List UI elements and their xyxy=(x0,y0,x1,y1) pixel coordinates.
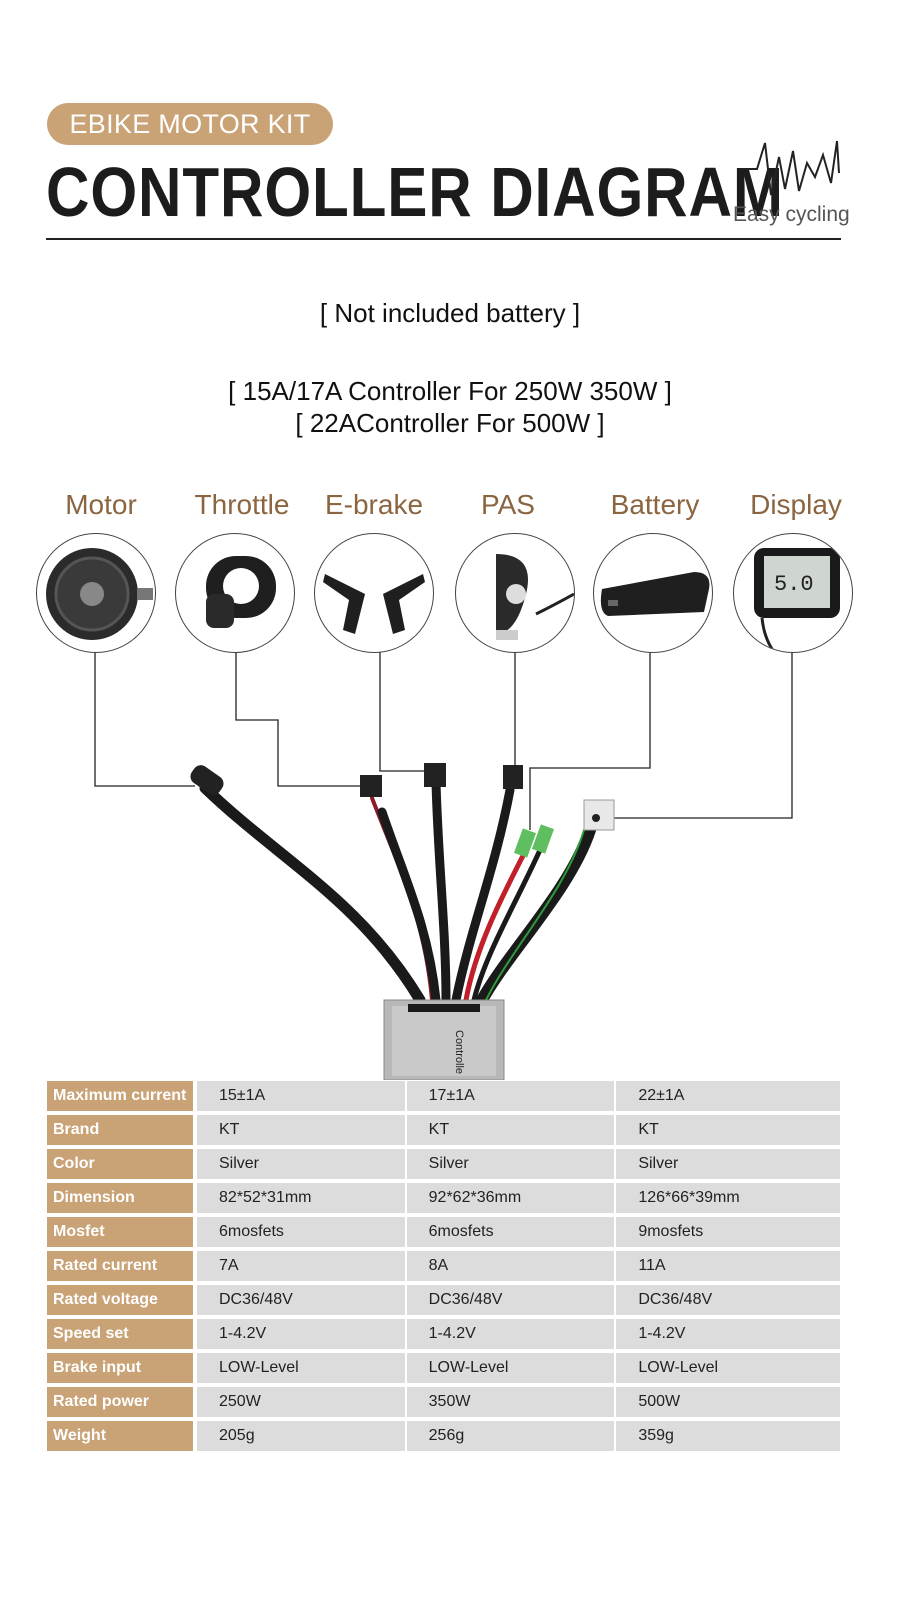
cell: 6mosfets xyxy=(406,1217,617,1247)
row-label: Rated voltage xyxy=(47,1285,197,1315)
row-label: Maximum current xyxy=(47,1081,197,1111)
ebrake-line xyxy=(379,652,425,772)
row-label: Color xyxy=(47,1149,197,1179)
cell: 350W xyxy=(406,1387,617,1417)
pas-sensor-icon xyxy=(496,554,574,640)
heartbeat-logo-icon xyxy=(740,140,840,196)
battery-pack-icon xyxy=(600,572,710,616)
cell: 500W xyxy=(616,1387,842,1417)
battery-line xyxy=(529,652,651,830)
label-throttle: Throttle xyxy=(194,489,290,520)
cell: Silver xyxy=(616,1149,842,1179)
cell: LOW-Level xyxy=(197,1353,407,1383)
row-label: Dimension xyxy=(47,1183,197,1213)
cell: Silver xyxy=(406,1149,617,1179)
cell: DC36/48V xyxy=(616,1285,842,1315)
cell: 11A xyxy=(616,1251,842,1281)
cell: 250W xyxy=(197,1387,407,1417)
motor-image xyxy=(36,533,156,653)
thumb-throttle-icon xyxy=(206,556,276,628)
cell: Silver xyxy=(197,1149,407,1179)
label-motor: Motor xyxy=(65,489,137,520)
cell: 8A xyxy=(406,1251,617,1281)
cell: 82*52*31mm xyxy=(197,1183,407,1213)
brand-tagline: Easy cycling xyxy=(733,203,850,226)
brake-levers-icon xyxy=(323,574,425,634)
row-label: Weight xyxy=(47,1421,197,1451)
display-image: 5.0 xyxy=(733,533,853,653)
motor-line xyxy=(94,652,195,787)
controller-box-label: Controlle xyxy=(453,1030,465,1074)
cell: 15±1A xyxy=(197,1081,407,1111)
controller-note-2: [ 22AController For 500W ] xyxy=(295,408,605,438)
cell: KT xyxy=(406,1115,617,1145)
row-label: Mosfet xyxy=(47,1217,197,1247)
cell: DC36/48V xyxy=(197,1285,407,1315)
cell: 256g xyxy=(406,1421,617,1451)
cell: KT xyxy=(197,1115,407,1145)
row-label: Rated power xyxy=(47,1387,197,1417)
controller-note-1: [ 15A/17A Controller For 250W 350W ] xyxy=(228,376,672,406)
cell: 22±1A xyxy=(616,1081,842,1111)
row-label: Speed set xyxy=(47,1319,197,1349)
row-label: Rated current xyxy=(47,1251,197,1281)
cell: LOW-Level xyxy=(616,1353,842,1383)
label-battery: Battery xyxy=(610,489,700,520)
header-divider xyxy=(46,238,841,240)
cell: 6mosfets xyxy=(197,1217,407,1247)
cell: 9mosfets xyxy=(616,1217,842,1247)
cell: 92*62*36mm xyxy=(406,1183,617,1213)
kit-badge: EBIKE MOTOR KIT xyxy=(47,103,333,145)
label-ebrake: E-brake xyxy=(324,489,424,520)
hub-motor-icon xyxy=(46,548,153,640)
cell: 1-4.2V xyxy=(406,1319,617,1349)
cell: 359g xyxy=(616,1421,842,1451)
cell: KT xyxy=(616,1115,842,1145)
cell: DC36/48V xyxy=(406,1285,617,1315)
cell: LOW-Level xyxy=(406,1353,617,1383)
lcd-display-icon: 5.0 xyxy=(754,548,840,652)
cell: 1-4.2V xyxy=(197,1319,407,1349)
cell: 205g xyxy=(197,1421,407,1451)
row-label: Brand xyxy=(47,1115,197,1145)
throttle-line xyxy=(235,652,362,787)
cell: 126*66*39mm xyxy=(616,1183,842,1213)
cell: 17±1A xyxy=(406,1081,617,1111)
label-display: Display xyxy=(750,489,842,520)
throttle-image xyxy=(175,533,295,653)
svg-text:5.0: 5.0 xyxy=(774,572,814,597)
battery-image xyxy=(593,533,713,653)
wiring-diagram: Controlle xyxy=(94,652,793,1080)
page-title: CONTROLLER DIAGRAM xyxy=(46,153,784,231)
battery-note: [ Not included battery ] xyxy=(319,298,581,328)
row-label: Brake input xyxy=(47,1353,197,1383)
label-pas: PAS xyxy=(481,489,535,520)
ebrake-image xyxy=(314,533,434,653)
cell: 7A xyxy=(197,1251,407,1281)
cell: 1-4.2V xyxy=(616,1319,842,1349)
display-line xyxy=(600,652,793,819)
pas-image xyxy=(455,533,575,653)
